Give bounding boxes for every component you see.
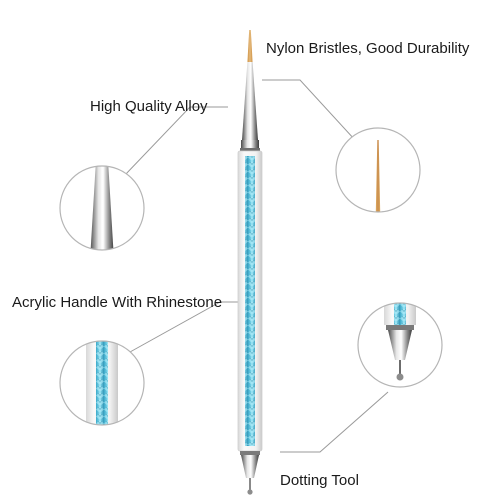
zoom-circle-acrylic (59, 340, 145, 426)
nail-art-brush (237, 30, 263, 495)
rhinestone-fill (245, 156, 255, 446)
label-high-quality-alloy: High Quality Alloy (90, 98, 208, 115)
label-dotting-tool: Dotting Tool (280, 472, 359, 489)
zoom-circle-nylon (335, 127, 421, 213)
dotting-ball (247, 489, 253, 495)
zoom-circle-alloy (59, 165, 145, 251)
leader-line-dotting (280, 391, 389, 453)
leader-line-nylon (262, 79, 356, 141)
dotting-ferrule (241, 455, 259, 478)
leader-line-alloy (124, 106, 228, 176)
alloy-ferrule (242, 62, 258, 140)
ferrule-collar (241, 140, 259, 148)
label-acrylic-handle: Acrylic Handle With Rhinestone (12, 294, 223, 311)
zoom-circle-dotting (357, 302, 443, 388)
label-nylon-bristles: Nylon Bristles, Good Durability (266, 40, 470, 57)
